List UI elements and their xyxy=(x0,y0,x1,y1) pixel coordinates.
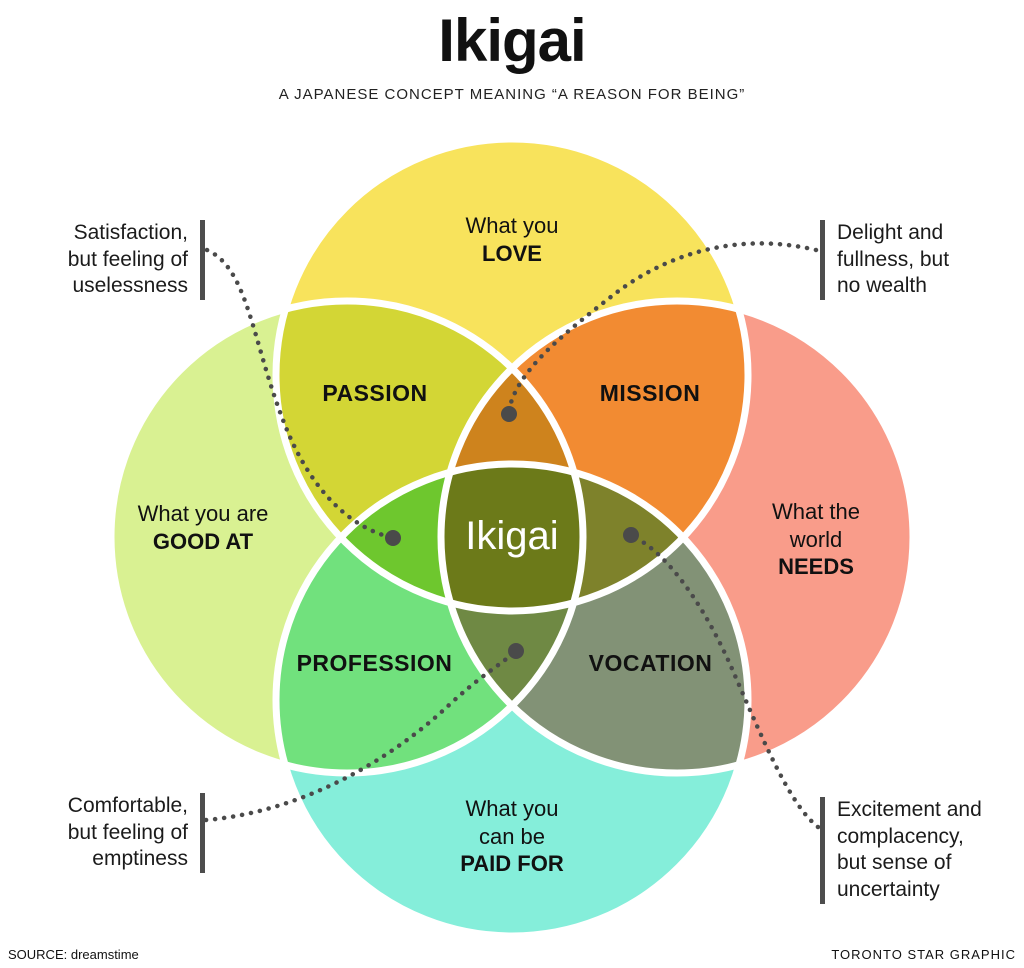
overlap-label-mission: MISSION xyxy=(599,380,701,406)
annotation-bottom-right: Excitement and complacency, but sense of… xyxy=(820,797,1000,904)
leader-dots xyxy=(385,406,639,659)
leader-line-bottom-right xyxy=(635,536,821,830)
label-line: What you are xyxy=(137,501,269,526)
circle-outlines xyxy=(107,135,917,940)
circle-label-paid-for: What you can be PAID FOR xyxy=(412,795,612,878)
circle-label-good-at: What you are GOOD AT xyxy=(108,500,298,555)
outline-needs xyxy=(437,297,917,777)
source-credit: SOURCE: dreamstime xyxy=(8,947,139,962)
leader-dot-bottom-right xyxy=(623,527,639,543)
label-line: What you xyxy=(465,796,559,821)
leader-line-bottom-left xyxy=(203,653,513,823)
overlap-label-passion: PASSION xyxy=(322,380,428,406)
annotation-line: Delight and xyxy=(837,221,944,244)
outline-good-at xyxy=(107,297,587,777)
leader-lines xyxy=(203,241,821,830)
annotation-line: no wealth xyxy=(837,274,927,298)
label-line: PAID FOR xyxy=(460,851,564,876)
outline-paid-for xyxy=(272,460,752,940)
annotation-line: but sense of xyxy=(837,851,952,875)
annotation-line: Comfortable, xyxy=(67,794,188,817)
annotation-line: Satisfaction, xyxy=(73,221,188,244)
circle-label-love: What you LOVE xyxy=(402,212,622,267)
outline-love xyxy=(272,135,752,615)
label-line: world xyxy=(789,526,843,552)
annotation-line: uncertainty xyxy=(837,877,940,901)
annotation-top-right: Delight and fullness, but no wealth xyxy=(820,220,990,300)
center-label-ikigai: Ikigai xyxy=(465,514,559,558)
graphic-credit: TORONTO STAR GRAPHIC xyxy=(831,947,1016,962)
leader-dot-bottom-left xyxy=(508,643,524,659)
page-subtitle: A JAPANESE CONCEPT MEANING “A REASON FOR… xyxy=(278,86,746,103)
annotation-line: but feeling of xyxy=(67,247,188,271)
leader-dot-top-left xyxy=(385,530,401,546)
label-line: What you xyxy=(465,213,559,238)
label-line: What the xyxy=(771,499,861,524)
label-line: LOVE xyxy=(482,240,542,266)
leader-dot-top-right xyxy=(501,406,517,422)
annotation-line: Excitement and xyxy=(837,798,982,821)
annotation-line: but feeling of xyxy=(67,820,188,844)
circle-label-needs: What the world NEEDS xyxy=(735,498,897,581)
overlap-label-profession: PROFESSION xyxy=(296,650,453,676)
label-line: GOOD AT xyxy=(152,528,254,554)
label-line: can be xyxy=(478,823,546,849)
annotation-line: fullness, but xyxy=(837,247,950,271)
annotation-top-left: Satisfaction, but feeling of uselessness xyxy=(40,220,205,300)
annotation-line: emptiness xyxy=(92,847,188,871)
label-line: NEEDS xyxy=(778,554,854,579)
leader-line-top-left xyxy=(204,247,389,539)
annotation-line: complacency, xyxy=(837,824,964,848)
leader-line-top-right xyxy=(507,241,819,409)
overlap-label-vocation: VOCATION xyxy=(588,650,713,676)
annotation-line: uselessness xyxy=(72,274,188,298)
annotation-bottom-left: Comfortable, but feeling of emptiness xyxy=(40,793,205,873)
page-title: Ikigai xyxy=(438,7,586,74)
